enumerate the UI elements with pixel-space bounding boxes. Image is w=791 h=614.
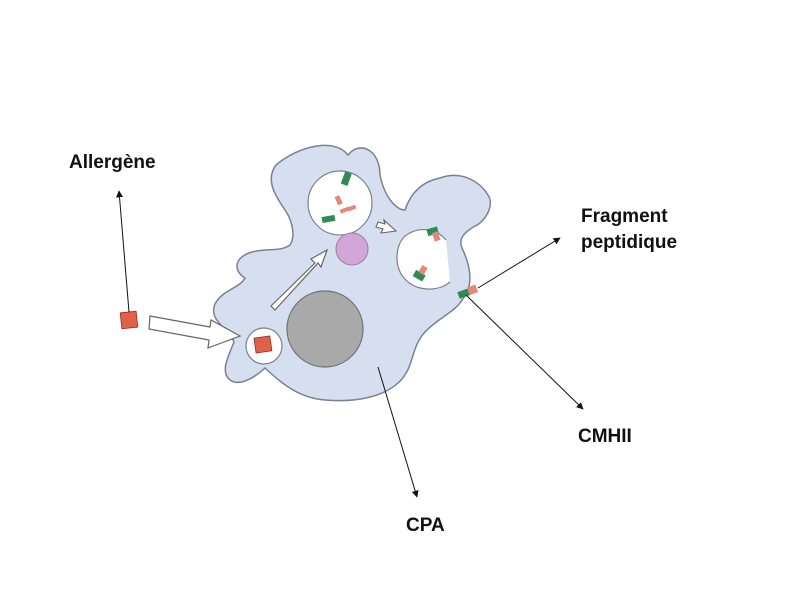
peptide-fragment-label-line2: peptidique [581,231,678,253]
apc-cell-body [212,144,492,402]
peptide-fragment [334,195,343,206]
mhc-ii-label: CMHII [578,426,632,447]
surface-mhc-ii [457,288,472,299]
peptide-fragment [347,204,357,212]
peptide-fragment-label-line1: Fragment [581,206,668,227]
lysosome [335,232,369,266]
allergene-pointer-arrow [116,190,130,313]
mhc-ii-molecule [412,269,426,282]
peptide-fragment [418,265,428,275]
nucleus [286,290,364,368]
allergene-label: Allergène [69,152,156,173]
mhc-ii-molecule [340,171,352,186]
surface-peptide [466,284,479,296]
external-allergen [119,310,139,330]
fragment-pointer-arrow [477,237,561,289]
peptide-fragment [339,206,351,214]
mhc-ii-molecule [321,214,336,223]
cpa-pointer-arrow [377,366,419,498]
peptide-fragment [431,231,441,242]
cmhii-pointer-arrow [465,294,584,410]
fusion-arrow [375,218,398,234]
peptide-fragment-label: Fragment peptidique [581,204,677,255]
apc-label: CPA [406,515,445,536]
transport-arrow [270,248,329,311]
internalized-allergen [253,335,273,354]
uptake-arrow [148,315,242,349]
